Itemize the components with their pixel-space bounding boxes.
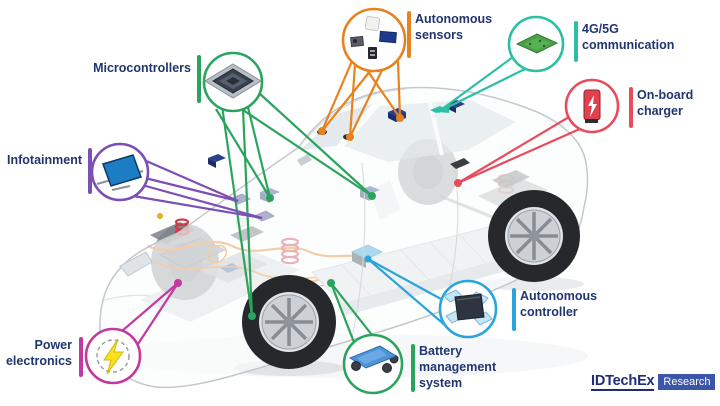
label-4g-5g-communication: 4G/5G communication (582, 22, 675, 52)
logo-suffix-badge: Research (658, 374, 716, 390)
callout-bar-4g-5g (574, 21, 578, 62)
idtechex-logo: IDTechEx Research (591, 373, 716, 391)
display-screen-icon (96, 154, 144, 191)
callout-bar-power-electronics (79, 337, 83, 377)
door-lines (103, 88, 459, 339)
callout-bar-autonomous-controller (512, 288, 516, 331)
controller-chip-icon (443, 289, 493, 326)
callout-bar-infotainment (88, 148, 92, 194)
rear-wheel (488, 190, 580, 282)
callout-bar-microcontrollers (197, 55, 201, 103)
lightning-bolt-icon (96, 338, 130, 375)
front-wheel (242, 275, 336, 369)
label-microcontrollers: Microcontrollers (93, 61, 191, 75)
label-power-electronics: Power electronics (5, 338, 72, 368)
callout-lines (121, 56, 583, 346)
sensor-cluster-icon (350, 15, 397, 59)
microchip-icon (204, 63, 262, 99)
callout-bar-autonomous-sensors (407, 11, 411, 58)
logo-brand-text: IDTechEx (591, 373, 655, 391)
label-on-board-charger: On-board charger (637, 88, 694, 118)
callout-bar-on-board-charger (629, 87, 633, 128)
label-battery-management-system: Battery management system (419, 344, 497, 390)
callout-bar-battery-management (411, 344, 415, 392)
autonomous-sensors-circle (341, 7, 407, 73)
headlight (119, 251, 153, 277)
label-autonomous-sensors: Autonomous sensors (415, 12, 493, 42)
label-infotainment: Infotainment (7, 153, 82, 167)
pcb-board-icon (515, 33, 559, 54)
callout-circles (84, 7, 620, 395)
charger-icon (583, 89, 601, 123)
car-windows (300, 100, 516, 162)
skateboard-chassis-icon (348, 345, 399, 373)
side-mirror (297, 154, 312, 166)
label-autonomous-controller: Autonomous controller (520, 289, 598, 319)
